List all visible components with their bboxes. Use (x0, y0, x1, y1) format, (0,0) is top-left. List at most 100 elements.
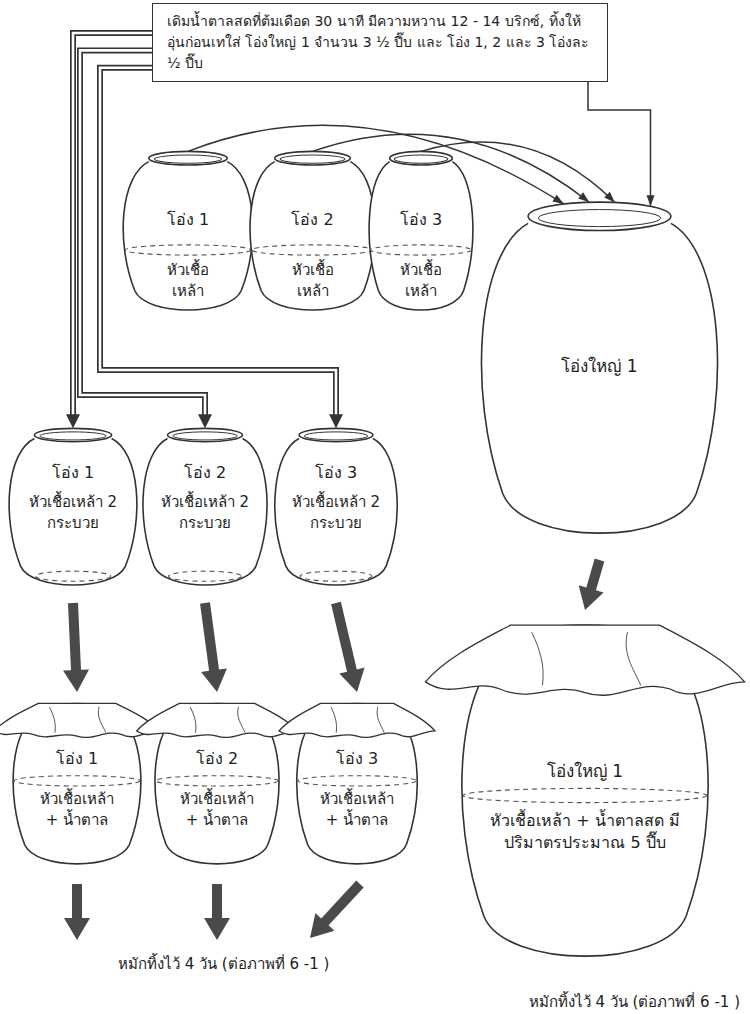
cloth-cover (279, 703, 435, 737)
liquid-level (463, 788, 707, 802)
covered-jar: โอ่งใหญ่ 1หัวเชื้อเหล้า + น้ำตาลสด มีปริ… (452, 618, 718, 973)
process-box: เดิมน้ำตาลสดที่ต้มเดือด 30 นาที มีความหว… (152, 3, 608, 82)
arrowhead (198, 414, 212, 428)
jar-body (275, 438, 397, 585)
down-arrow (310, 881, 364, 938)
jar-label: หัวเชื้อเหล้า + น้ำตาล (173, 789, 261, 831)
jar: โอ่ง 1 หัวเชื้อ เหล้า (118, 148, 258, 318)
jar-label: โอ่ง 1 (143, 209, 233, 231)
flow-arrow (200, 602, 227, 692)
down-arrow (64, 884, 90, 940)
liquid-level (300, 571, 372, 581)
thick-arrow (63, 603, 89, 692)
liquid-level (252, 245, 374, 255)
cloth-fold (238, 707, 245, 733)
jar-body (369, 162, 473, 310)
thick-arrow (579, 559, 605, 610)
jar-body (250, 162, 375, 310)
cloth-fold (49, 707, 55, 733)
jar-label: โอ่ง 1 (32, 748, 122, 770)
note-label: หมักทิ้งไว้ 4 วัน (ต่อภาพที่ 6 -1 ) (529, 990, 740, 1014)
arrowhead (329, 414, 343, 428)
jar-rim (280, 155, 345, 163)
jar-label: โอ่ง 2 (160, 462, 250, 484)
arrowhead (604, 192, 615, 203)
connector-line (588, 82, 651, 206)
jar-outline (150, 700, 284, 872)
cloth-cover (137, 703, 298, 737)
jar-label: หัวเชื้อเหล้า + น้ำตาล (313, 789, 401, 831)
arrowhead (552, 195, 563, 204)
cloth-fold (190, 707, 196, 733)
jar-label: หัวเชื้อ เหล้า (283, 260, 343, 302)
covered-jar: โอ่ง 3 หัวเชื้อเหล้า + น้ำตาล (292, 700, 422, 872)
jar-rim (275, 151, 351, 165)
arrowhead (66, 414, 80, 428)
cloth-cover (0, 703, 160, 737)
jar-body (143, 438, 267, 585)
jar-label: โอ่ง 2 (172, 748, 262, 770)
jar: โอ่ง 2 หัวเชื้อ เหล้า (245, 148, 380, 318)
liquid-level (14, 776, 140, 786)
jar-label: หัวเชื้อเหล้า 2 กระบวย (160, 492, 250, 534)
box-text: เดิมน้ำตาลสดที่ต้มเดือด 30 นาที มีความหว… (167, 11, 593, 74)
jar-rim (528, 202, 671, 230)
cloth-cover (425, 625, 744, 695)
liquid-level (35, 571, 110, 581)
jar-rim (390, 151, 453, 165)
cloth-fold (377, 707, 384, 733)
cloth-fold (98, 707, 106, 733)
jar: โอ่ง 3 หัวเชื้อเหล้า 2 กระบวย (270, 425, 402, 593)
thick-arrow (331, 602, 364, 692)
jar: โอ่ง 1 หัวเชื้อเหล้า 2 กระบวย (4, 425, 142, 593)
jar-outline (8, 700, 146, 872)
covered-jar: โอ่ง 2 หัวเชื้อเหล้า + น้ำตาล (150, 700, 284, 872)
liquid-level (125, 245, 251, 255)
jar-rim (394, 155, 448, 163)
jar-rim (149, 151, 227, 165)
liquid-level (156, 776, 278, 786)
jar-rim (173, 432, 237, 440)
covered-jar: โอ่ง 1 หัวเชื้อเหล้า + น้ำตาล (8, 700, 146, 872)
liquid-level (298, 776, 417, 786)
jar-rim (154, 155, 221, 163)
jar-label: หัวเชื้อ เหล้า (391, 260, 451, 302)
jar-rim (299, 428, 373, 441)
jar: โอ่ง 3 หัวเชื้อ เหล้า (365, 148, 477, 318)
jar-label: หัวเชื้อเหล้า 2 กระบวย (28, 492, 118, 534)
jar-label: โอ่งใหญ่ 1 (520, 355, 680, 379)
jar-label: หัวเชื้อเหล้า 2 กระบวย (291, 492, 381, 534)
jar-rim (34, 428, 111, 441)
arrowhead (647, 195, 655, 206)
thick-arrow (200, 602, 227, 692)
down-arrow (204, 884, 230, 940)
jar-body (481, 223, 717, 533)
jar-label: หัวเชื้อเหล้า + น้ำตาลสด มีปริมาตรประมาณ… (485, 810, 685, 855)
jar-label: โอ่ง 1 (28, 462, 118, 484)
flow-arrow (63, 603, 89, 692)
cloth-fold (626, 632, 641, 685)
flow-arrow (579, 559, 605, 610)
jar-rim (40, 432, 106, 440)
jar: โอ่งใหญ่ 1 (472, 195, 727, 550)
jar-label: หัวเชื้อเหล้า + น้ำตาล (33, 789, 121, 831)
jar-label: โอ่ง 3 (291, 462, 381, 484)
jar-label: หัวเชื้อ เหล้า (158, 260, 218, 302)
jar-outline (292, 700, 422, 872)
jar: โอ่ง 2 หัวเชื้อเหล้า 2 กระบวย (138, 425, 272, 593)
cloth-fold (532, 632, 543, 685)
jar-rim (304, 432, 367, 440)
jar-body (123, 162, 253, 310)
cloth-fold (331, 707, 337, 733)
jar-rim (538, 210, 660, 227)
jar-rim (167, 428, 242, 441)
note-label: หมักทิ้งไว้ 4 วัน (ต่อภาพที่ 6 -1 ) (118, 952, 329, 976)
jar-outline (452, 618, 718, 973)
jar-label: โอ่ง 3 (376, 209, 466, 231)
liquid-level (371, 245, 472, 255)
jar-body (9, 438, 137, 585)
jar-label: โอ่ง 3 (312, 748, 402, 770)
liquid-level (168, 571, 241, 581)
arrowhead (578, 192, 589, 202)
jar-label: โอ่ง 2 (268, 209, 358, 231)
